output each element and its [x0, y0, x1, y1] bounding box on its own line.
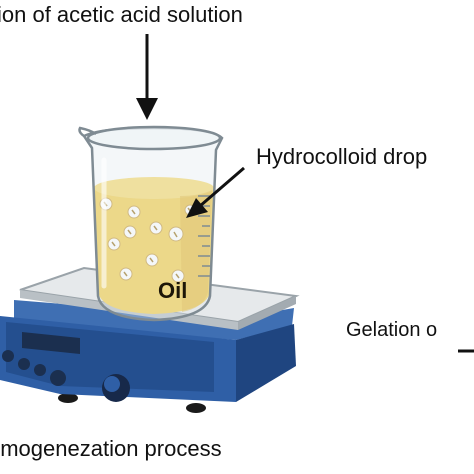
stirrer-button-2 [18, 358, 30, 370]
stirrer-foot-left [58, 393, 78, 403]
oil-surface [94, 177, 214, 199]
hydrocolloid-droplet-label: Hydrocolloid drop [256, 144, 428, 169]
beaker-spout [78, 126, 97, 138]
stirrer-side-panel [236, 324, 296, 402]
stirrer-display [22, 332, 80, 354]
addition-arrow [136, 34, 158, 120]
oil-shade [180, 190, 212, 312]
addition-step-label: ition of acetic acid solution [0, 2, 243, 27]
gelation-step-label: Gelation o [346, 319, 438, 341]
stirrer-knob-small [50, 370, 66, 386]
beaker-icon [78, 125, 224, 322]
beaker-graduations [198, 195, 210, 277]
stirrer-foot-middle [186, 403, 206, 413]
stirrer-button-3 [34, 364, 46, 376]
oil-label: Oil [158, 278, 188, 303]
stirrer-button-1 [2, 350, 14, 362]
beaker-rim [86, 125, 222, 151]
stirrer-knob-large-cap [104, 376, 120, 392]
homogenization-step-label: omogenezation process [0, 436, 222, 461]
droplet-arrow [186, 166, 245, 218]
hot-plate-side [238, 296, 296, 330]
